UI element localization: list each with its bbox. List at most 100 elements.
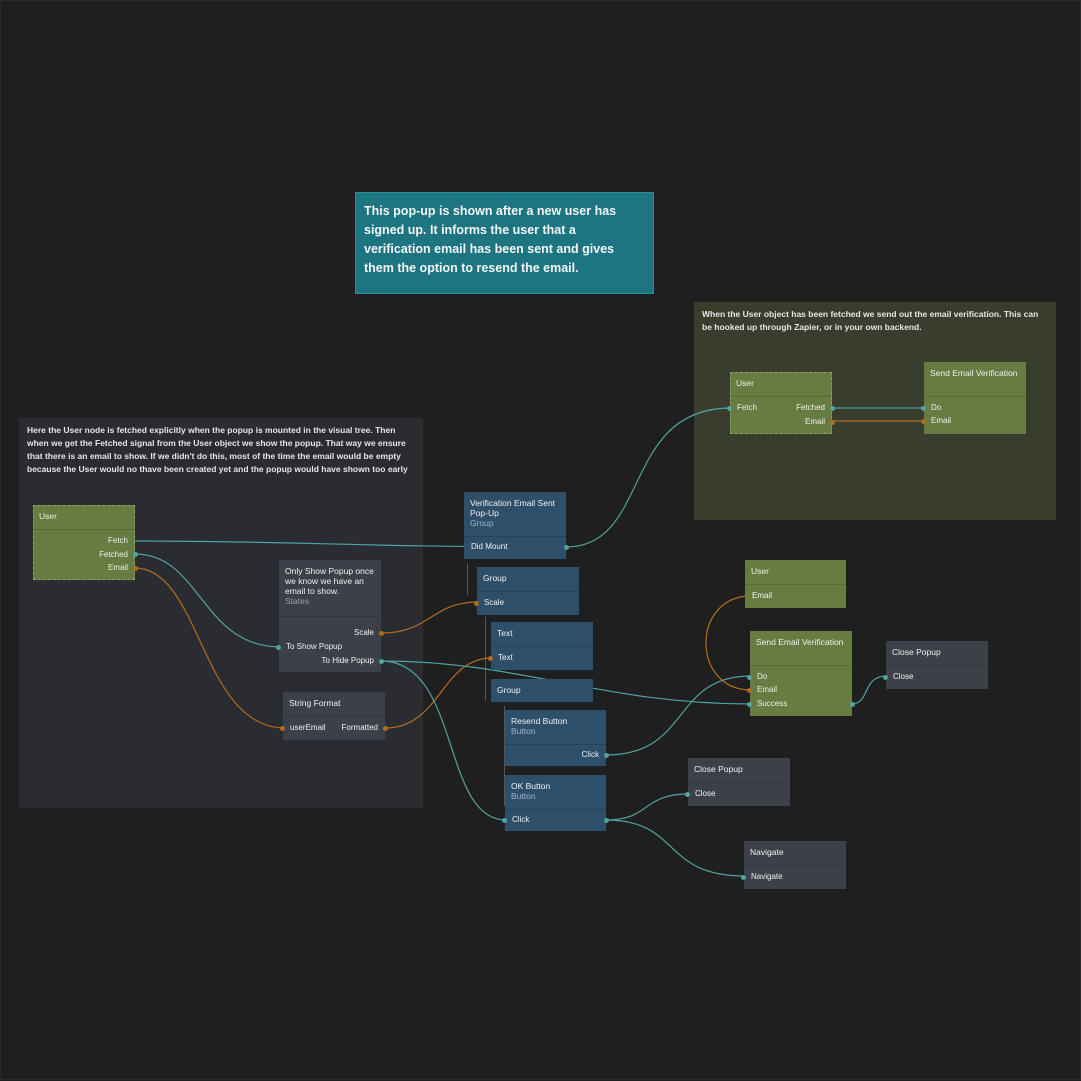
port-email[interactable]: Email — [107, 563, 128, 572]
node-resend-button-header[interactable]: Resend Button Button — [505, 710, 606, 745]
port-useremail[interactable]: userEmail — [290, 723, 326, 732]
node-states-header[interactable]: Only Show Popup once we know we have an … — [279, 560, 381, 617]
node-ok-button-header[interactable]: OK Button Button — [505, 775, 606, 810]
port-dot-fetched[interactable] — [830, 406, 835, 411]
wire-email-useremail — [134, 567, 286, 729]
node-resend-button[interactable]: Resend Button Button Click — [505, 710, 609, 766]
node-text-header[interactable]: Text — [491, 622, 593, 647]
node-group-1[interactable]: Group Scale — [474, 567, 579, 615]
node-close-popup-1-header[interactable]: Close Popup — [886, 641, 988, 666]
port-dot-success-out[interactable] — [850, 702, 855, 707]
node-user-left[interactable]: User Fetch Fetched Email — [33, 505, 138, 580]
port-do[interactable]: Do — [757, 672, 768, 681]
port-email[interactable]: Email — [804, 417, 825, 426]
port-do[interactable]: Do — [931, 403, 942, 412]
port-success[interactable]: Success — [757, 699, 788, 708]
port-fetched[interactable]: Fetched — [796, 403, 825, 412]
node-title: Text — [497, 628, 513, 638]
port-close[interactable]: Close — [695, 789, 716, 798]
node-states[interactable]: Only Show Popup once we know we have an … — [276, 560, 384, 672]
port-dot-email[interactable] — [921, 419, 926, 424]
node-popup-group[interactable]: Verification Email Sent Pop-Up Group Did… — [464, 492, 569, 559]
wire-ok-navigate — [605, 819, 746, 877]
port-click[interactable]: Click — [512, 815, 530, 824]
port-scale[interactable]: Scale — [353, 628, 374, 637]
port-dot-navigate[interactable] — [741, 875, 746, 880]
node-title: Resend Button — [511, 716, 568, 726]
node-send-email-mid-header[interactable]: Send Email Verification — [750, 631, 852, 666]
node-text[interactable]: Text Text — [488, 622, 593, 670]
node-subtitle: Button — [511, 791, 536, 801]
port-dot-scale-in[interactable] — [474, 601, 479, 606]
port-did-mount[interactable]: Did Mount — [471, 542, 508, 551]
node-close-popup-1[interactable]: Close Popup Close — [883, 641, 988, 689]
node-user-mid-right[interactable]: User Email — [745, 560, 846, 608]
port-dot-do[interactable] — [747, 675, 752, 680]
port-dot-email[interactable] — [830, 420, 835, 425]
port-formatted[interactable]: Formatted — [341, 723, 378, 732]
node-string-format[interactable]: String Format userEmail Formatted — [280, 692, 388, 740]
port-close[interactable]: Close — [893, 672, 914, 681]
sticky-note[interactable]: This pop-up is shown after a new user ha… — [355, 192, 654, 294]
port-fetched[interactable]: Fetched — [99, 550, 128, 559]
port-dot-success[interactable] — [747, 702, 752, 707]
port-dot-text-in[interactable] — [488, 656, 493, 661]
port-navigate[interactable]: Navigate — [751, 872, 783, 881]
wire-ok-close2 — [605, 793, 690, 821]
wire-didmount-top-fetch — [565, 407, 732, 548]
port-to-show-popup[interactable]: To Show Popup — [286, 642, 343, 651]
port-dot-close[interactable] — [685, 792, 690, 797]
port-dot-do[interactable] — [921, 406, 926, 411]
port-fetch[interactable]: Fetch — [737, 403, 758, 412]
node-title: Close Popup — [892, 647, 941, 657]
node-close-popup-2-header[interactable]: Close Popup — [688, 758, 790, 783]
port-dot-fetch[interactable] — [727, 406, 732, 411]
node-title: Group — [497, 685, 521, 695]
port-text-in[interactable]: Text — [498, 653, 513, 662]
node-string-format-header[interactable]: String Format — [283, 692, 385, 717]
port-dot-click[interactable] — [604, 753, 609, 758]
wire-formatted-text — [384, 657, 493, 729]
port-email[interactable]: Email — [931, 416, 952, 425]
node-navigate-header[interactable]: Navigate — [744, 841, 846, 866]
node-group-2-header[interactable]: Group — [491, 679, 593, 703]
node-title: Send Email Verification — [930, 368, 1018, 378]
node-title: OK Button — [511, 781, 551, 791]
node-send-email-mid[interactable]: Send Email Verification Do Email Success — [747, 631, 855, 716]
node-navigate[interactable]: Navigate Navigate — [741, 841, 846, 889]
port-email[interactable]: Email — [757, 685, 778, 694]
tree-line-1 — [467, 563, 468, 595]
port-click[interactable]: Click — [581, 750, 599, 759]
port-fetch[interactable]: Fetch — [107, 536, 128, 545]
port-dot-fetched[interactable] — [133, 552, 138, 557]
port-dot-scale[interactable] — [379, 631, 384, 636]
node-popup-group-header[interactable]: Verification Email Sent Pop-Up Group — [464, 492, 566, 537]
port-scale-in[interactable]: Scale — [484, 598, 505, 607]
node-title: Send Email Verification — [756, 637, 844, 647]
port-dot-email[interactable] — [133, 566, 138, 571]
node-close-popup-2[interactable]: Close Popup Close — [685, 758, 790, 806]
node-user-top-right[interactable]: User Fetch Fetched Email — [727, 372, 835, 434]
node-user-top-right-header[interactable]: User — [730, 372, 832, 397]
port-dot-email[interactable] — [747, 688, 752, 693]
port-dot-useremail[interactable] — [280, 726, 285, 731]
node-group-1-header[interactable]: Group — [477, 567, 579, 592]
node-ok-button[interactable]: OK Button Button Click — [502, 775, 609, 831]
port-dot-formatted[interactable] — [383, 726, 388, 731]
wire-mid-email-email — [705, 595, 752, 691]
node-send-email-top[interactable]: Send Email Verification Do Email — [921, 362, 1026, 434]
port-dot-didmount[interactable] — [564, 545, 569, 550]
port-email[interactable]: Email — [752, 591, 773, 600]
node-user-left-header[interactable]: User — [33, 505, 135, 530]
node-send-email-top-header[interactable]: Send Email Verification — [924, 362, 1026, 397]
port-dot-close[interactable] — [883, 675, 888, 680]
port-dot-toshow[interactable] — [276, 645, 281, 650]
node-user-mid-right-header[interactable]: User — [745, 560, 846, 585]
node-title: Group — [483, 573, 507, 583]
port-dot-click-out[interactable] — [604, 818, 609, 823]
port-dot-click-in[interactable] — [502, 818, 507, 823]
port-dot-tohide[interactable] — [379, 659, 384, 664]
node-group-2[interactable]: Group — [491, 679, 593, 702]
port-to-hide-popup[interactable]: To Hide Popup — [321, 656, 374, 665]
